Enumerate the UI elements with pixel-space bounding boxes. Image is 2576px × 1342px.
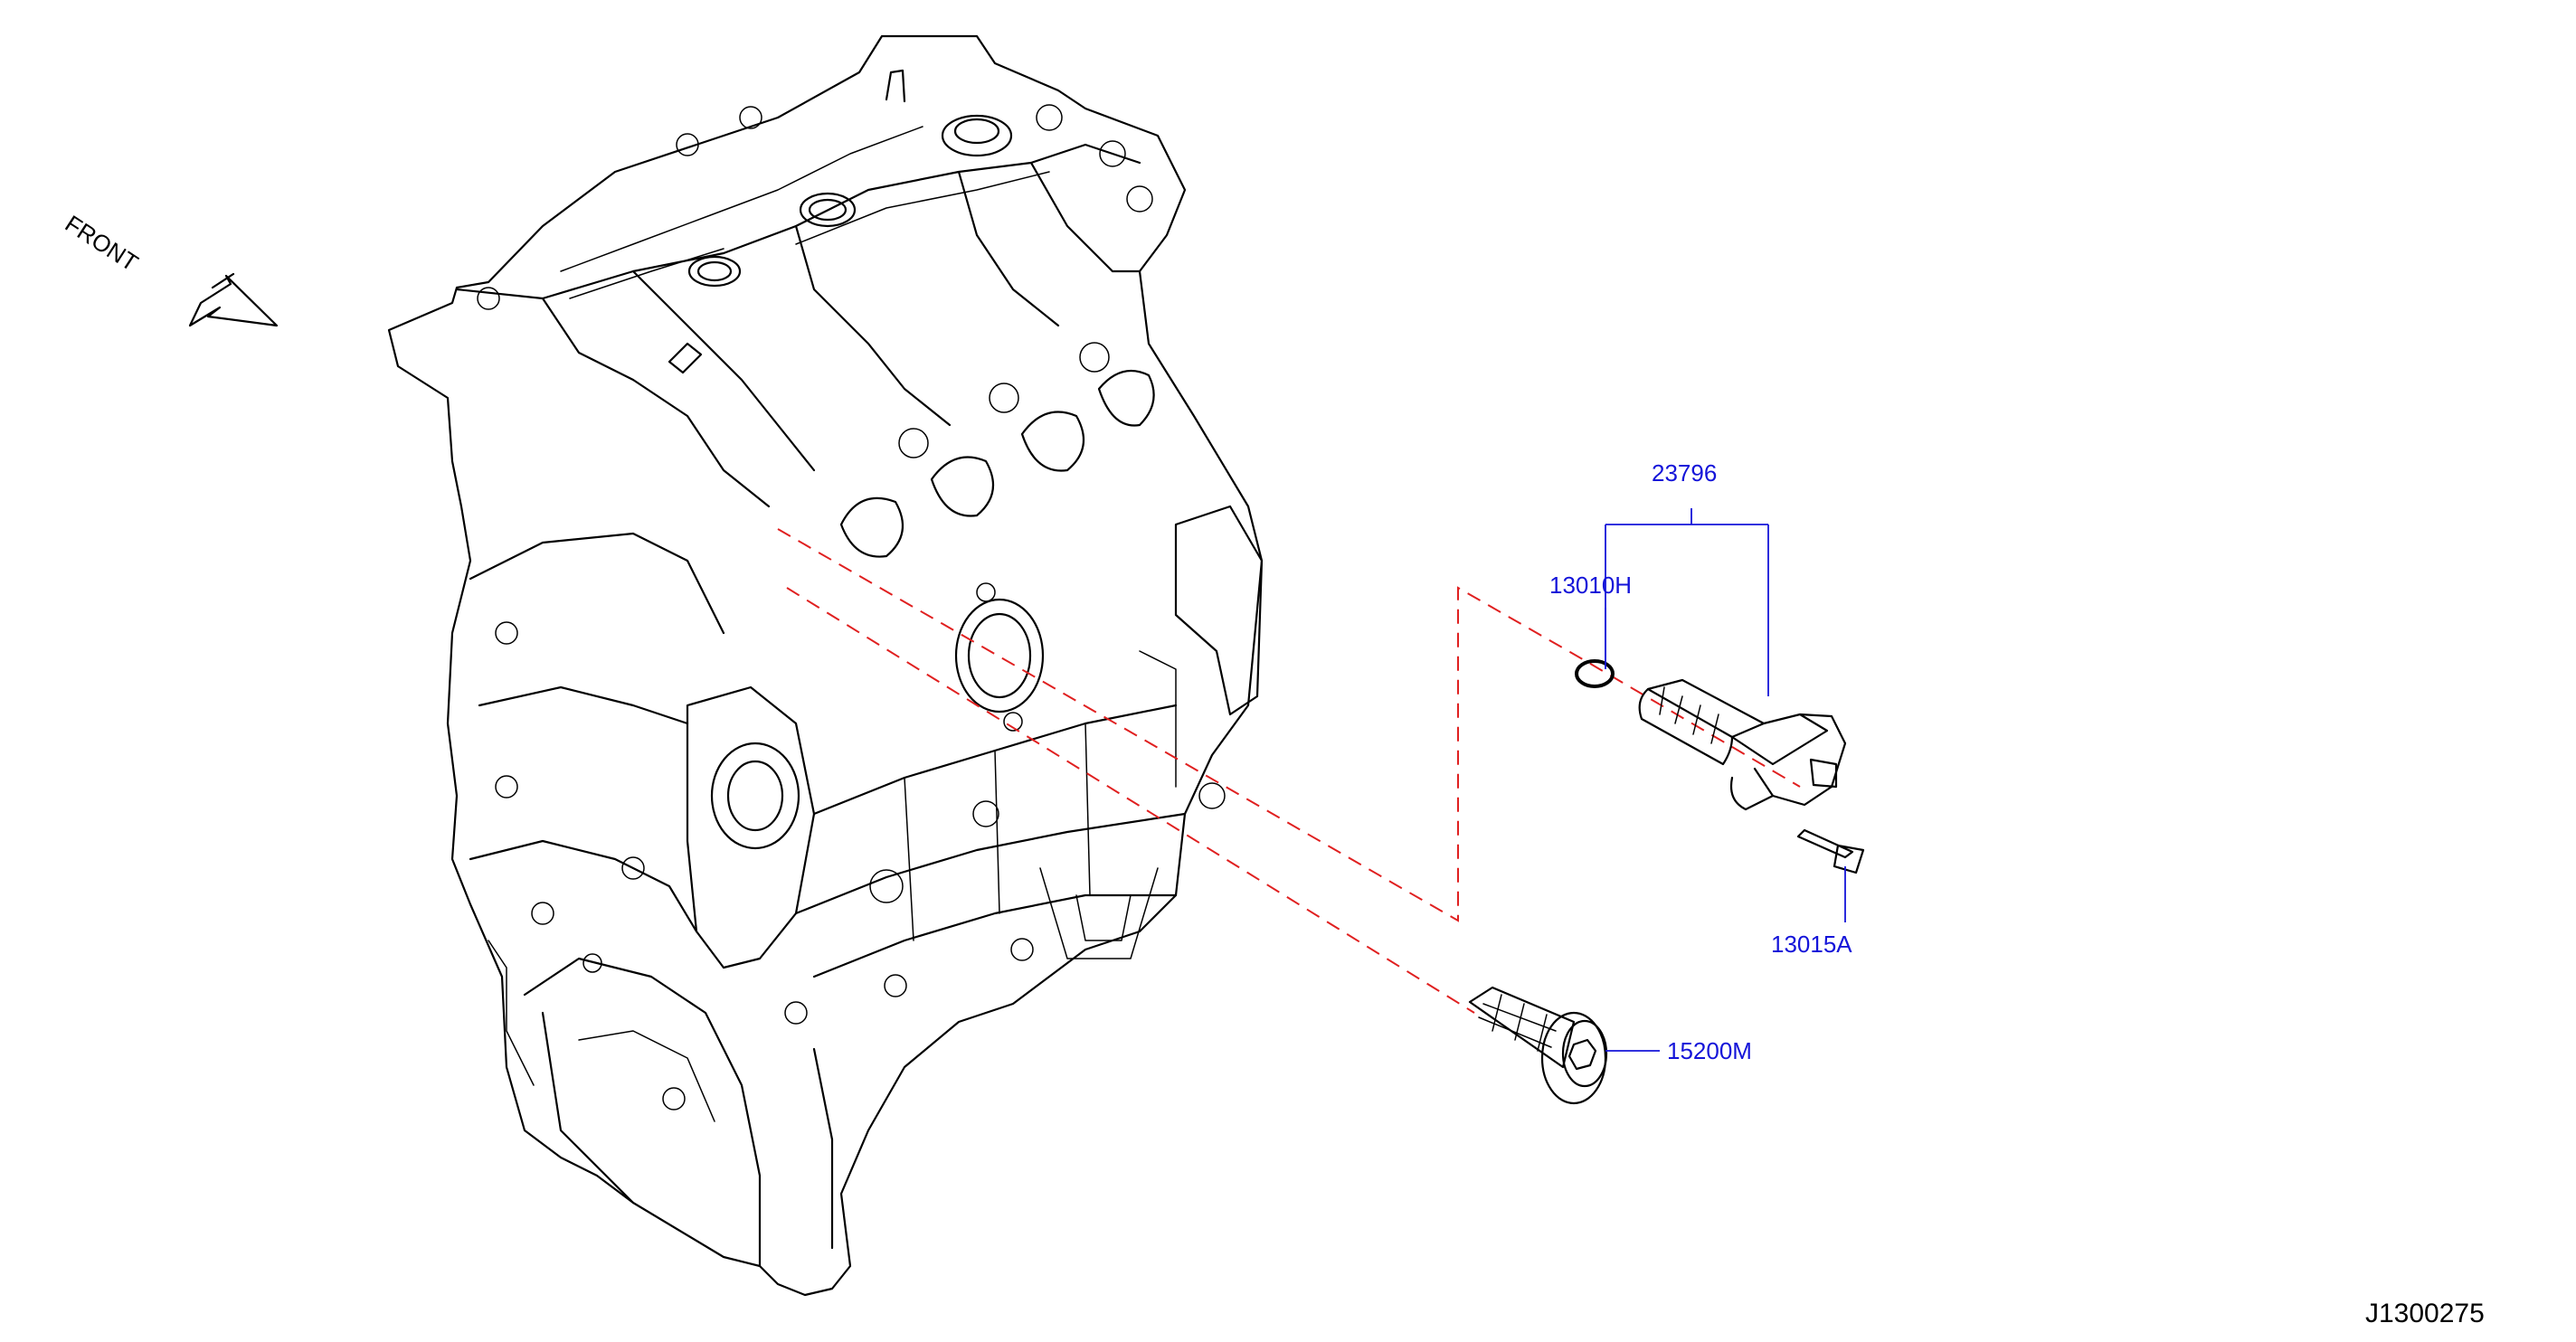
diagram-id: J1300275 xyxy=(2365,1299,2485,1328)
engine-outline xyxy=(387,34,1264,1297)
front-label: FRONT xyxy=(61,210,144,277)
part-label-23796: 23796 xyxy=(1652,459,1717,487)
front-indicator: FRONT xyxy=(61,210,279,327)
o-ring xyxy=(1575,659,1615,688)
part-label-13015a: 13015A xyxy=(1771,931,1852,958)
solenoid-valve-assembly xyxy=(1638,678,1847,811)
installation-lines xyxy=(777,528,1801,1014)
front-arrow-icon xyxy=(188,274,279,327)
oil-filter xyxy=(1468,986,1608,1105)
leader-lines xyxy=(1605,508,1846,1052)
bolt xyxy=(1796,828,1865,874)
filter-dashed-line xyxy=(786,587,1475,1014)
part-label-13010h: 13010H xyxy=(1549,572,1632,599)
solenoid-dashed-line xyxy=(777,528,1801,922)
part-label-15200m: 15200M xyxy=(1667,1037,1752,1064)
engine-block-drawing xyxy=(387,34,1264,1297)
